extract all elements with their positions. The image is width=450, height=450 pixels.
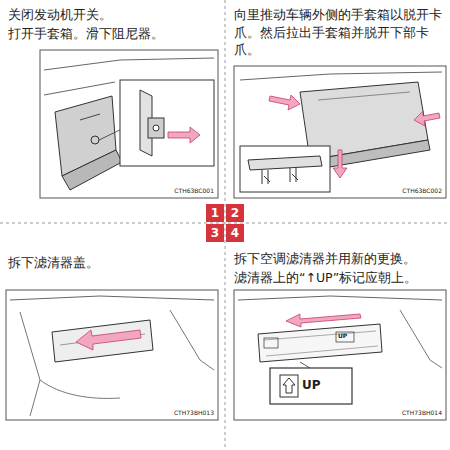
instruction-text: 关闭发动机开关。 [8,6,112,24]
instruction-text: 拆下空调滤清器并用新的更换。 [234,250,416,268]
instruction-text: 打开手套箱。滑下阻尼器。 [8,25,164,43]
figure-code: CTH63BC001 [174,187,214,195]
step-number-text: 3 [211,226,219,240]
instruction-text: 向里推动车辆外侧的手套箱以脱开卡爪。然后拉出手套箱并脱开下部卡爪。 [234,6,446,59]
step-number: 3 [206,224,224,242]
step-number: 1 [206,204,224,222]
instruction-text: 滤清器上的“↑UP”标记应朝上。 [234,269,417,287]
up-mark: UP [302,377,321,394]
step-number-text: 2 [231,206,239,220]
instruction-text: 拆下滤清器盖。 [8,254,99,272]
step-number: 4 [226,224,244,242]
figure-code: CTH73BH013 [174,409,214,417]
up-mark: UP [338,332,347,340]
figure-code: CTH63BC002 [402,187,442,195]
step-number-text: 4 [231,226,239,240]
figure-code: CTH73BH014 [402,409,442,417]
step-number-text: 1 [211,206,219,220]
step-number: 2 [226,204,244,222]
